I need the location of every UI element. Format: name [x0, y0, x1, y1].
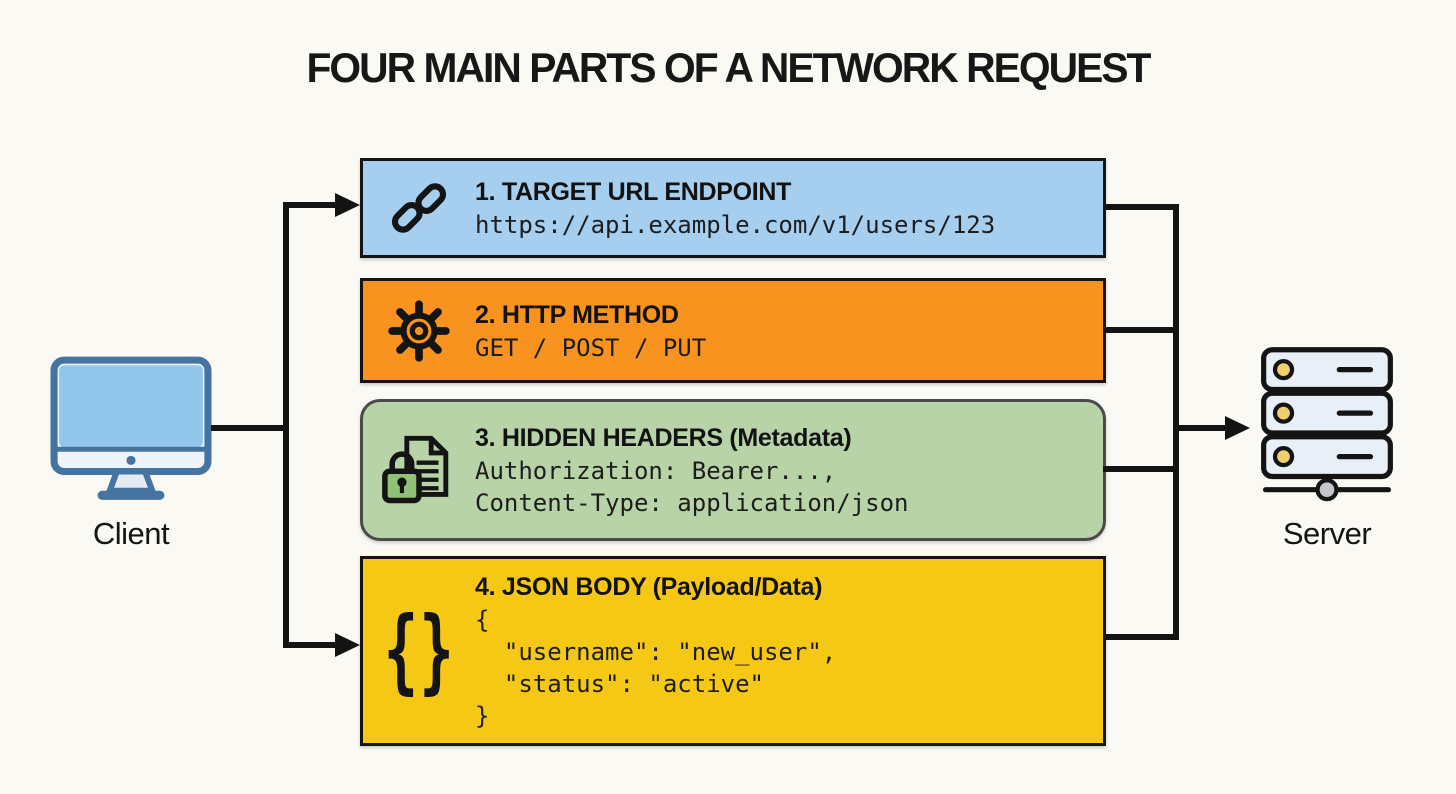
server-stack-icon [1261, 347, 1393, 502]
url-box-to-rail-line [1103, 204, 1179, 210]
json-body-box: {} 4. JSON BODY (Payload/Data) { "userna… [360, 556, 1106, 746]
http-method-box: 2. HTTP METHOD GET / POST / PUT [360, 278, 1106, 383]
part-code-line: "status": "active" [475, 670, 764, 698]
arrowhead-to-url-box [335, 193, 360, 217]
arrowhead-to-json-box [335, 633, 360, 657]
link-icon [375, 178, 463, 238]
server-label: Server [1282, 516, 1372, 551]
part-code-line: https://api.example.com/v1/users/123 [475, 211, 996, 239]
hidden-headers-box: 3. HIDDEN HEADERS (Metadata) Authorizati… [360, 399, 1106, 541]
lock-document-icon [375, 431, 463, 509]
method-box-to-rail-line [1103, 327, 1179, 333]
part-heading: 1. TARGET URL ENDPOINT [475, 178, 792, 206]
gear-icon [375, 298, 463, 364]
client-to-hub-line [211, 425, 289, 431]
part-code-line: Authorization: Bearer..., [475, 457, 837, 485]
client-label: Client [92, 516, 170, 551]
right-hub-vertical-line [1173, 204, 1179, 640]
part-heading: 2. HTTP METHOD [475, 300, 679, 329]
target-url-endpoint-box: 1. TARGET URL ENDPOINT https://api.examp… [360, 158, 1106, 258]
headers-box-to-rail-line [1103, 466, 1179, 472]
part-code-line: } [475, 702, 490, 730]
part-heading: 3. HIDDEN HEADERS (Metadata) [475, 424, 852, 452]
arrow-line-to-url-box [283, 202, 337, 208]
diagram-title: FOUR MAIN PARTS OF A NETWORK REQUEST [306, 44, 1151, 91]
curly-braces-icon: {} [383, 597, 455, 704]
part-code-line: GET / POST / PUT [475, 333, 707, 362]
client-monitor-icon [50, 356, 212, 500]
arrowhead-to-server [1225, 416, 1250, 440]
part-code-line: "username": "new_user", [475, 638, 837, 666]
json-box-to-rail-line [1103, 634, 1179, 640]
left-hub-vertical-line [283, 202, 289, 648]
part-code-line: { [475, 606, 490, 634]
arrow-line-to-json-box [283, 642, 337, 648]
part-code-line: Content-Type: application/json [475, 489, 909, 517]
arrow-line-to-server [1173, 425, 1227, 431]
part-heading: 4. JSON BODY (Payload/Data) [475, 573, 823, 601]
